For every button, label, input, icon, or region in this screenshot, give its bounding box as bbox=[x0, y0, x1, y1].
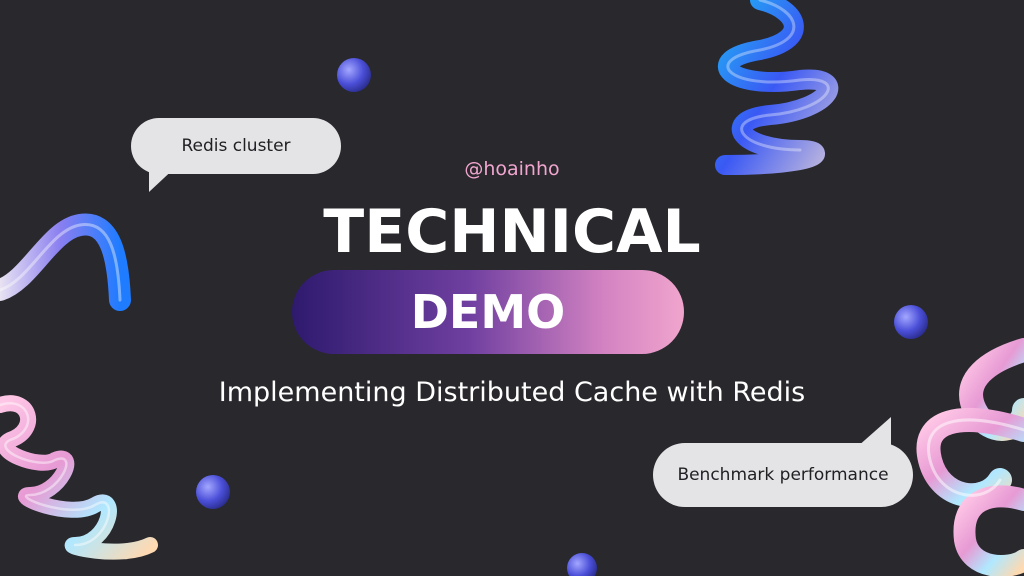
chrome-spring-bottom-left bbox=[0, 395, 158, 560]
blue-orb bbox=[894, 305, 928, 339]
slide-subtitle: Implementing Distributed Cache with Redi… bbox=[218, 377, 806, 408]
speech-bubble-redis-cluster: Redis cluster bbox=[131, 118, 341, 192]
chrome-spiral-top bbox=[715, 0, 839, 175]
highlight-text: DEMO bbox=[410, 285, 566, 339]
slide-title: TECHNICAL bbox=[323, 197, 701, 267]
blue-orb bbox=[567, 553, 597, 576]
chrome-coil-right bbox=[916, 338, 1024, 576]
author-handle: @hoainho bbox=[464, 158, 560, 180]
bubble-label: Benchmark performance bbox=[677, 465, 889, 485]
bubble-tail bbox=[857, 417, 891, 447]
blue-orb bbox=[196, 475, 230, 509]
bubble-tail bbox=[149, 164, 179, 192]
blue-orb bbox=[337, 58, 371, 92]
speech-bubble-benchmark: Benchmark performance bbox=[653, 417, 913, 507]
bubble-label: Redis cluster bbox=[181, 136, 291, 156]
highlight-pill: DEMO bbox=[292, 270, 684, 354]
chrome-arc-left bbox=[0, 213, 131, 311]
